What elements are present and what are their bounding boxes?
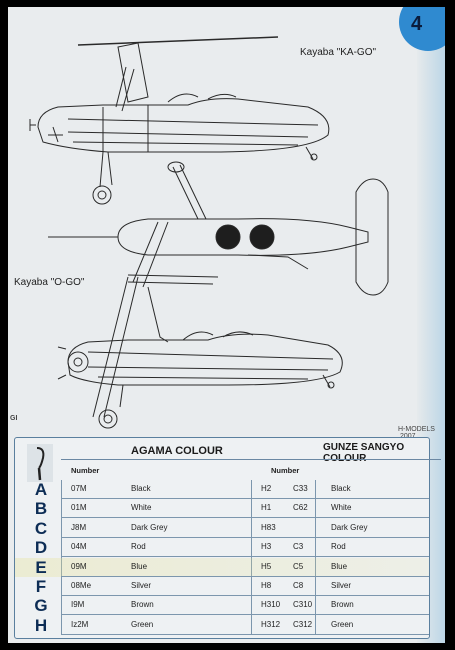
aircraft-drawings	[29, 36, 389, 429]
header-underline	[61, 459, 441, 460]
colour-letter: E	[35, 557, 47, 577]
table-row: E 09M Blue H5 C5 Blue	[15, 557, 429, 577]
agama-number: Iz2M	[71, 619, 89, 629]
table-row: F 08Me Silver H8 C8 Silver	[15, 577, 429, 596]
agama-number: 09M	[71, 561, 87, 571]
agama-number-header: Number	[71, 466, 100, 475]
caption-ka-go: Kayaba "KA-GO"	[300, 47, 377, 58]
gunze-c-number: C312	[293, 619, 313, 629]
gunze-h-number: H3	[261, 542, 272, 552]
colour-letter: B	[34, 499, 48, 519]
agama-colour-name: White	[131, 503, 152, 513]
colour-letter: H	[34, 615, 48, 635]
agama-number: 08Me	[71, 581, 92, 590]
row-divider	[61, 536, 429, 538]
gunze-h-number: H312	[261, 619, 281, 629]
agama-colour-name: Black	[131, 484, 151, 493]
colour-letter: D	[34, 538, 48, 558]
gunze-number-header: Number	[271, 466, 300, 475]
table-row: H Iz2M Green H312 C312 Green	[15, 616, 429, 635]
table-row: A 07M Black H2 C33 Black	[15, 480, 429, 499]
agama-colour-name: Green	[131, 619, 154, 629]
agama-colour-title: AGAMA COLOUR	[131, 445, 223, 457]
agama-number: J8M	[71, 522, 87, 532]
gunze-c-number: C33	[293, 484, 308, 493]
table-row: D 04M Rod H3 C3 Rod	[15, 538, 429, 558]
gunze-colour-name: Brown	[331, 600, 354, 610]
gunze-c-number: C3	[293, 542, 304, 552]
row-divider	[61, 556, 429, 558]
gunze-colour-name: Green	[331, 619, 354, 629]
gunze-h-number: H5	[261, 561, 272, 571]
corner-mark: GI	[10, 415, 18, 422]
agama-colour-name: Brown	[131, 600, 154, 610]
agama-number: 07M	[71, 484, 87, 493]
colour-letter: F	[35, 577, 47, 596]
maker-mark: H-MODELS	[398, 426, 435, 433]
gunze-c-number: C62	[293, 503, 308, 513]
row-divider	[61, 498, 429, 499]
gunze-colour-name: Blue	[331, 561, 348, 571]
row-divider	[61, 595, 429, 596]
gunze-h-number: H310	[261, 600, 281, 610]
caption-o-go: Kayaba "O-GO"	[14, 277, 85, 288]
agama-number: I9M	[71, 600, 85, 610]
paintbrush-icon	[27, 444, 53, 482]
row-divider	[61, 517, 429, 519]
gunze-c-number: C310	[293, 600, 313, 610]
colour-letter: A	[34, 480, 48, 499]
agama-colour-name: Blue	[131, 561, 148, 571]
year-mark: 2007	[400, 433, 416, 440]
side-view-ka-go	[29, 36, 330, 205]
page-number: 4	[411, 13, 423, 35]
gunze-c-number: C5	[293, 561, 304, 571]
gunze-h-number: H83	[261, 522, 276, 532]
top-view	[48, 161, 389, 296]
agama-colour-name: Silver	[131, 581, 152, 590]
row-divider	[61, 614, 429, 616]
gunze-c-number: C8	[293, 581, 304, 590]
gunze-colour-name: Silver	[331, 581, 352, 590]
agama-number: 01M	[71, 503, 87, 513]
gunze-colour-name: Dark Grey	[331, 522, 368, 532]
row-divider	[61, 633, 429, 635]
row-divider	[61, 575, 429, 577]
gunze-h-number: H2	[261, 484, 272, 493]
gunze-colour-name: Rod	[331, 542, 346, 552]
colour-table: AGAMA COLOUR GUNZE SANGYO COLOUR Number …	[14, 437, 441, 639]
agama-colour-name: Dark Grey	[131, 522, 168, 532]
gunze-colour-name: White	[331, 503, 352, 513]
colour-letter: G	[34, 596, 48, 616]
table-row: G I9M Brown H310 C310 Brown	[15, 596, 429, 616]
instruction-sheet: 4	[8, 7, 445, 643]
table-row: C J8M Dark Grey H83 Dark Grey	[15, 519, 429, 538]
agama-colour-name: Rod	[131, 542, 146, 552]
gunze-h-number: H1	[261, 503, 272, 513]
colour-letter: C	[34, 518, 48, 538]
gunze-colour-name: Black	[331, 484, 351, 493]
agama-number: 04M	[71, 542, 87, 552]
gunze-colour-title: GUNZE SANGYO COLOUR	[323, 442, 405, 464]
gunze-h-number: H8	[261, 581, 272, 590]
side-view-o-go	[57, 276, 343, 429]
table-row: B 01M White H1 C62 White	[15, 499, 429, 519]
